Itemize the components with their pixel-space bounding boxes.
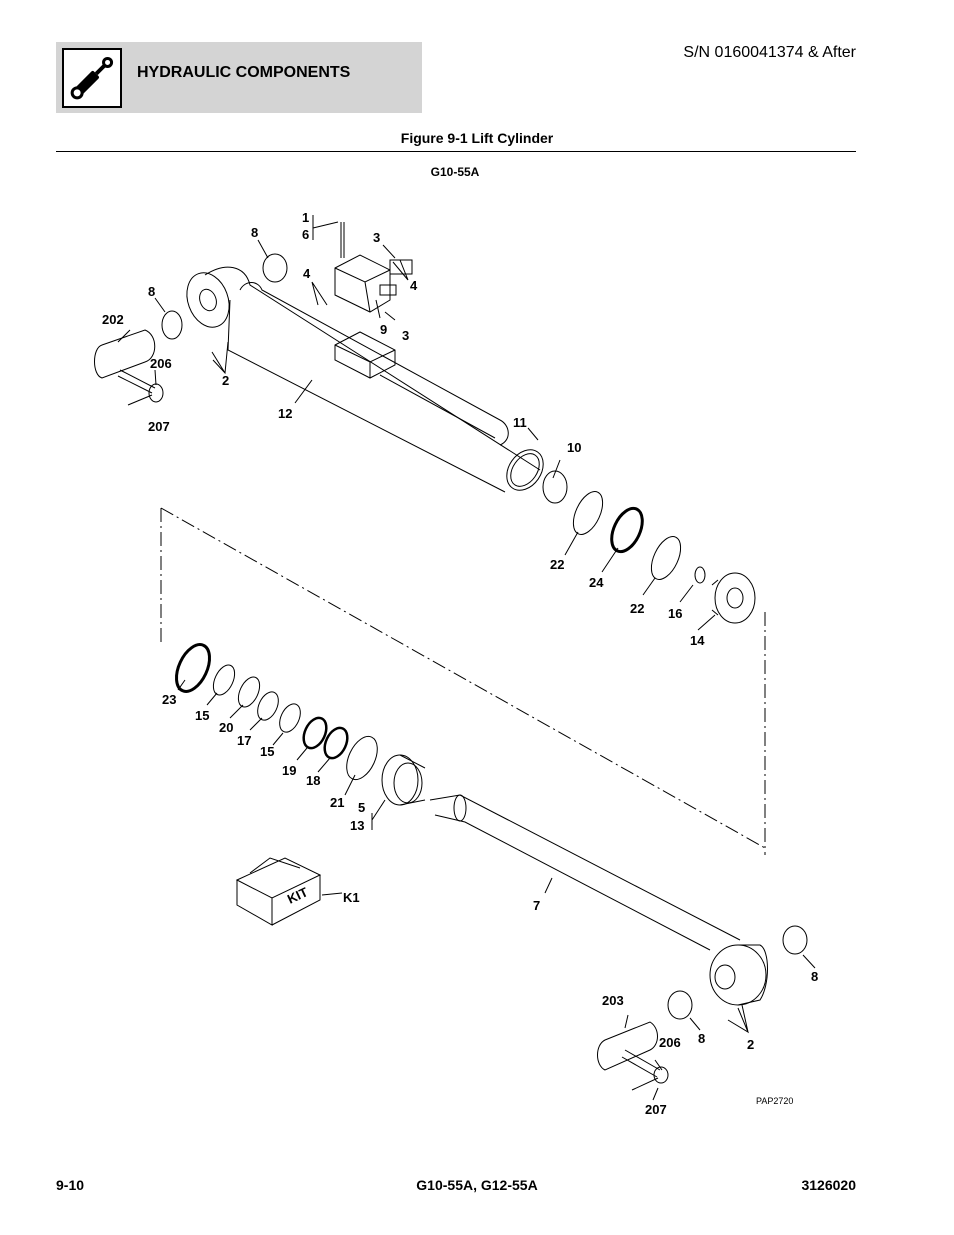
footer-models: G10-55A, G12-55A <box>416 1177 538 1193</box>
callout-15: 15 <box>260 744 274 759</box>
callout-2: 2 <box>222 373 229 388</box>
nut-10 <box>542 470 568 504</box>
callout-8: 8 <box>698 1031 705 1046</box>
rod-7 <box>429 794 768 1006</box>
callout-22: 22 <box>550 557 564 572</box>
bushing-8b <box>262 253 288 283</box>
callout-1: 1 <box>302 210 309 225</box>
callout-8: 8 <box>148 284 155 299</box>
ring-15b <box>279 703 301 733</box>
callout-24: 24 <box>589 575 604 590</box>
mounting-block <box>334 331 396 379</box>
callout-K1: K1 <box>343 890 360 905</box>
callout-3: 3 <box>402 328 409 343</box>
callout-202: 202 <box>102 312 124 327</box>
cylinder-barrel <box>186 266 544 493</box>
ring-17 <box>257 691 279 721</box>
callout-206: 206 <box>659 1035 681 1050</box>
ring-23 <box>174 643 212 693</box>
figure-title: Figure 9-1 Lift Cylinder <box>400 130 554 146</box>
drawing-reference-code: PAP2720 <box>756 1096 793 1106</box>
kit-box <box>235 857 322 926</box>
wiper-21 <box>346 735 378 781</box>
callout-22: 22 <box>630 601 644 616</box>
callout-23: 23 <box>162 692 176 707</box>
callout-207: 207 <box>148 419 170 434</box>
bolt-207 <box>127 394 153 406</box>
bushing-8d <box>667 990 693 1020</box>
callout-7: 7 <box>533 898 540 913</box>
callout-15: 15 <box>195 708 209 723</box>
pin-203 <box>597 1021 658 1071</box>
pin-bolt-206 <box>117 369 156 394</box>
callout-18: 18 <box>306 773 320 788</box>
callout-6: 6 <box>302 227 309 242</box>
callout-21: 21 <box>330 795 344 810</box>
callout-20: 20 <box>219 720 233 735</box>
guide-line <box>160 507 766 855</box>
callout-12: 12 <box>278 406 292 421</box>
ring-15a <box>212 664 236 696</box>
callout-8: 8 <box>251 225 258 240</box>
callout-207: 207 <box>645 1102 667 1117</box>
ring-18 <box>323 726 349 760</box>
serial-range: S/N 0160041374 & After <box>683 44 856 61</box>
callout-14: 14 <box>690 633 705 648</box>
hydraulic-cylinder-icon <box>62 48 122 108</box>
callout-17: 17 <box>237 733 251 748</box>
callout-4: 4 <box>303 266 311 281</box>
bushing-8c <box>782 925 808 955</box>
bushing-8a <box>161 310 183 340</box>
callout-13: 13 <box>350 818 364 833</box>
section-title: HYDRAULIC COMPONENTS <box>137 64 351 81</box>
leader-lines <box>117 215 816 1101</box>
callout-5: 5 <box>358 800 365 815</box>
callout-4: 4 <box>410 278 418 293</box>
head-5 <box>381 754 426 806</box>
valve-block <box>334 222 413 313</box>
doc-number: 3126020 <box>801 1177 856 1193</box>
page-number: 9-10 <box>56 1177 85 1193</box>
bolt-207b <box>631 1077 659 1091</box>
callout-19: 19 <box>282 763 296 778</box>
ring-20 <box>237 676 261 708</box>
kit-label: KIT <box>285 884 310 906</box>
callout-3: 3 <box>373 230 380 245</box>
callout-9: 9 <box>380 322 387 337</box>
ring-22a <box>572 491 604 535</box>
ring-19 <box>302 716 328 750</box>
callout-10: 10 <box>567 440 581 455</box>
callout-11: 11 <box>513 415 527 430</box>
title-divider <box>56 151 856 152</box>
pin-202 <box>94 329 156 379</box>
pin-bolt-206b <box>621 1049 661 1078</box>
piston-14 <box>711 572 756 624</box>
figure-model: G10-55A <box>430 165 480 179</box>
ring-22b <box>650 536 682 580</box>
ring-24 <box>610 506 644 554</box>
callout-2: 2 <box>747 1037 754 1052</box>
callout-203: 203 <box>602 993 624 1008</box>
callout-8: 8 <box>811 969 818 984</box>
oring-16 <box>694 566 706 584</box>
callout-16: 16 <box>668 606 682 621</box>
callout-206: 206 <box>150 356 172 371</box>
